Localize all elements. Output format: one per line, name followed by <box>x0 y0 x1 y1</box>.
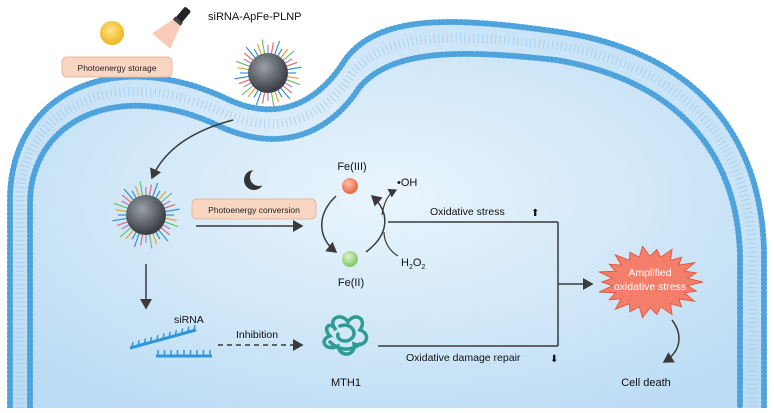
repair-label: Oxidative damage repair <box>406 352 521 364</box>
sirna-base-tick <box>131 341 134 348</box>
sirna-base-tick <box>180 328 184 334</box>
sun-icon <box>100 21 124 45</box>
internalization-arrow <box>150 119 234 180</box>
fe3-label: Fe(III) <box>337 161 366 173</box>
sirna-base-tick <box>149 336 153 343</box>
oxidative-stress-up-icon: ⬆ <box>531 208 539 219</box>
sirna-base-tick <box>168 331 171 337</box>
h2o2-arrow <box>383 231 399 257</box>
oxidation-arc <box>365 195 386 253</box>
fe3-ion <box>342 178 358 194</box>
fe2-label: Fe(II) <box>338 277 364 289</box>
photoenergy-conversion-label: Photoenergy conversion <box>208 205 300 215</box>
mth1-protein-icon <box>322 315 369 356</box>
nanoparticle-internalized <box>112 181 180 249</box>
repair-down-icon: ⬇ <box>550 354 558 365</box>
sirna-base-tick <box>156 335 159 341</box>
nanoparticle-entering <box>234 39 302 107</box>
photoenergy-conversion-box: Photoenergy conversion <box>191 198 317 220</box>
mth1-label: MTH1 <box>331 377 361 389</box>
photoenergy-storage-label: Photoenergy storage <box>78 63 157 73</box>
sirna-strand-icon <box>129 324 212 358</box>
fe2-ion <box>342 251 358 267</box>
cell-death-arrow <box>662 319 680 363</box>
inhibition-label: Inhibition <box>236 329 278 341</box>
reduction-arc <box>321 195 338 253</box>
cell-death-label: Cell death <box>621 377 671 389</box>
nanoparticle-label: siRNA-ApFe-PLNP <box>208 11 302 23</box>
photoenergy-storage-box: Photoenergy storage <box>61 56 173 78</box>
cell-membrane-inner-leaflet <box>27 50 743 411</box>
moon-icon <box>244 168 268 190</box>
amplified-label-line2: oxidative stress <box>614 281 686 293</box>
cell-membrane-outer-leaflet <box>7 19 767 411</box>
sirna-base-tick <box>174 329 178 336</box>
amplified-label-line1: Amplified <box>628 267 671 279</box>
sirna-base-tick <box>187 326 190 332</box>
sirna-base-tick <box>143 338 147 344</box>
hydroxyl-arrow <box>381 188 398 216</box>
flashlight-icon <box>151 7 191 49</box>
sirna-base-tick <box>137 340 140 346</box>
cell-membrane-tails <box>15 33 757 408</box>
h2o2-label: H2O2 <box>401 257 425 271</box>
sirna-base-tick <box>193 324 196 331</box>
sirna-base-tick <box>162 333 165 339</box>
oxidative-stress-label: Oxidative stress <box>430 206 505 218</box>
sirna-label: siRNA <box>174 314 204 326</box>
hydroxyl-radical-label: •OH <box>397 177 417 189</box>
amplified-stress-starburst <box>598 245 704 319</box>
